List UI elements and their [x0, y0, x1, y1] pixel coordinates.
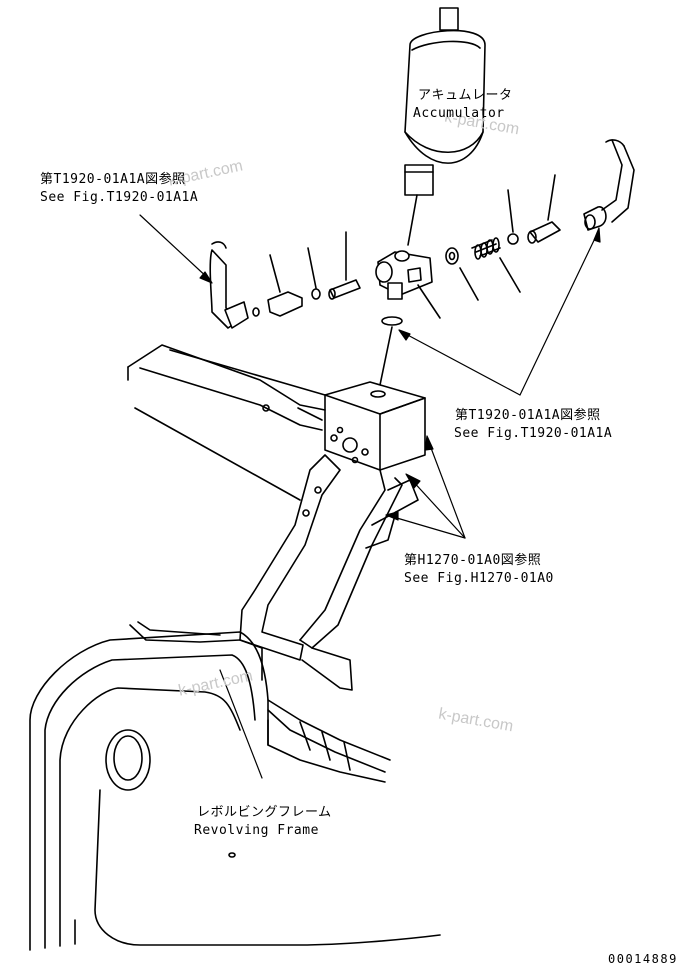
label-ref-right-en: See Fig.T1920-01A1A [454, 426, 613, 441]
label-ref-left-jp: 第T1920-01A1A図参照 [40, 172, 186, 187]
o-ring [381, 316, 403, 326]
left-fittings [209, 231, 361, 329]
label-ref-h-en: See Fig.H1270-01A0 [404, 571, 554, 586]
label-ref-right-jp: 第T1920-01A1A図参照 [455, 408, 601, 423]
label-frame-en: Revolving Frame [194, 823, 319, 838]
right-fittings [445, 139, 635, 301]
label-accumulator-en: Accumulator [413, 106, 505, 121]
mounting-bracket [239, 454, 419, 691]
leader-lines [139, 214, 601, 779]
revolving-frame [29, 621, 441, 951]
label-ref-h-jp: 第H1270-01A0図参照 [404, 553, 542, 568]
label-accumulator-jp: アキュムレータ [418, 88, 513, 103]
accumulator [404, 7, 486, 246]
frame-rails [127, 344, 326, 501]
valve-block [324, 381, 426, 471]
drawing-code: 00014889 [608, 952, 678, 966]
tee-fitting [375, 250, 441, 319]
label-ref-left-en: See Fig.T1920-01A1A [40, 190, 199, 205]
label-frame-jp: レボルビングフレーム [197, 805, 332, 820]
